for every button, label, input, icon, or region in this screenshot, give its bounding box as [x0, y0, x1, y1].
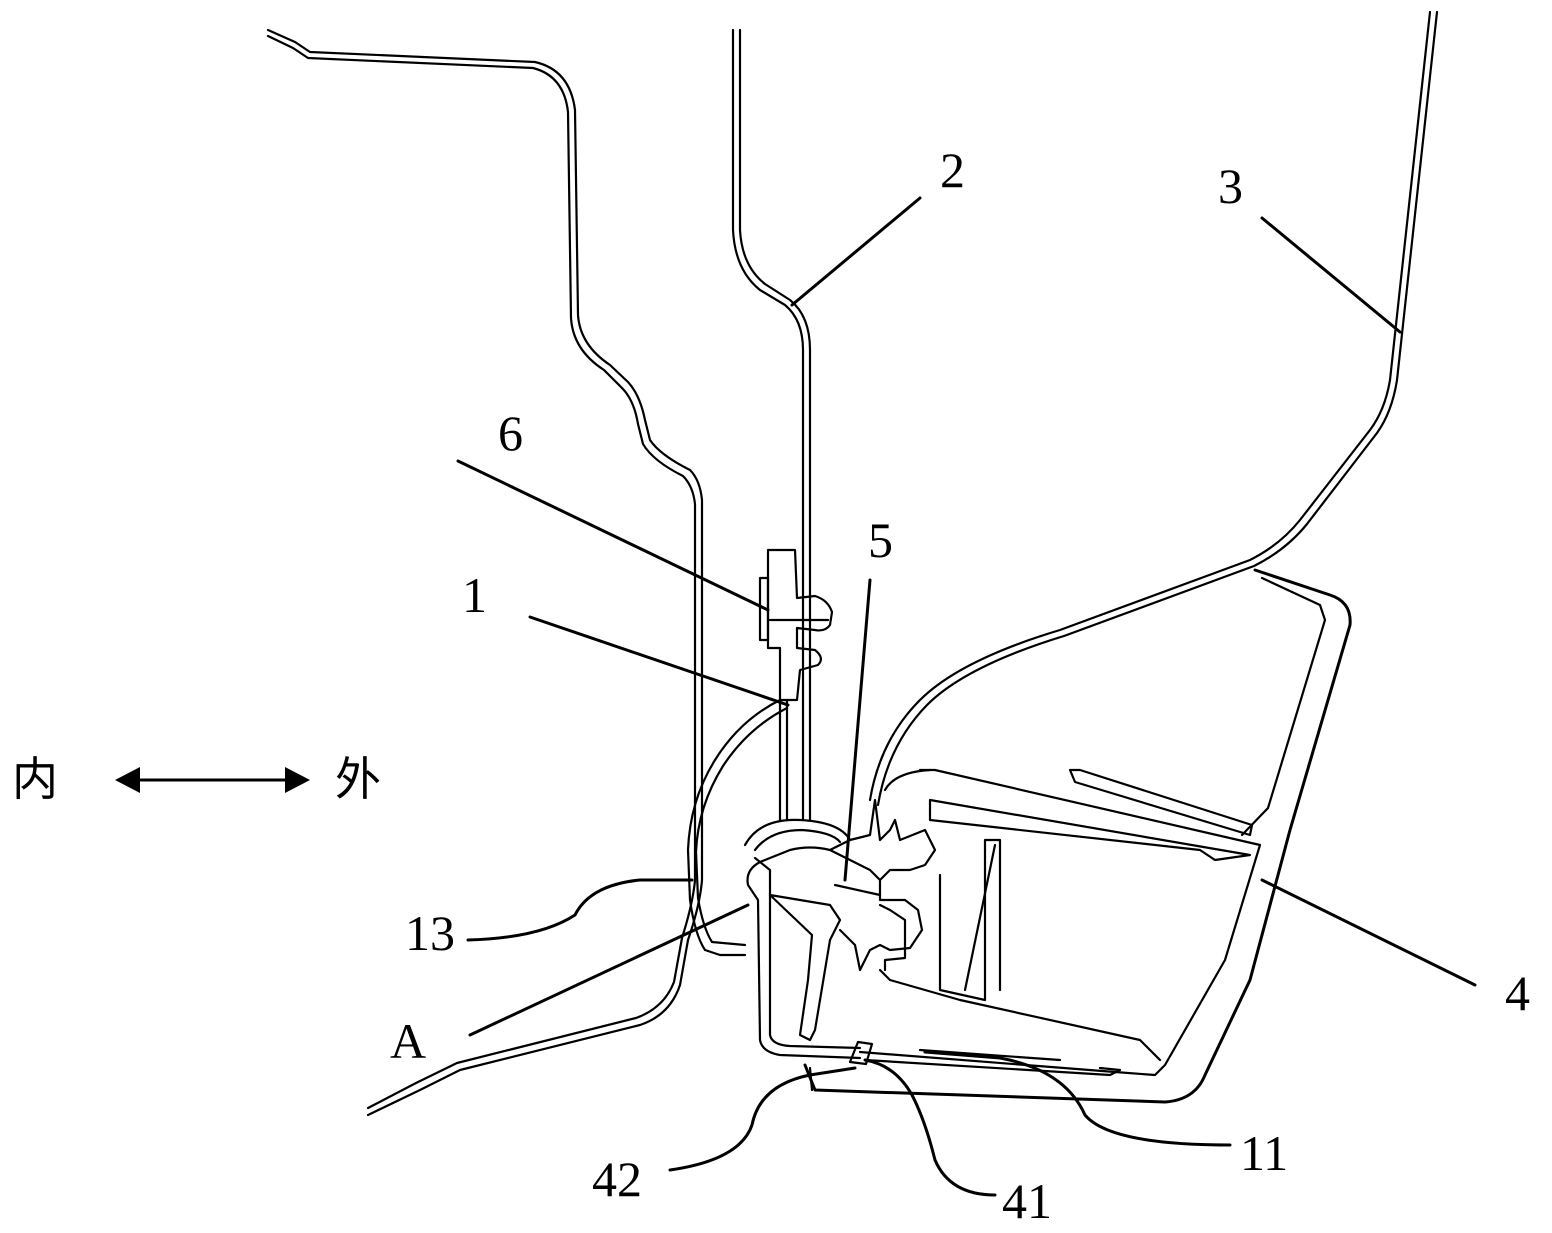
label-41: 41: [1002, 1173, 1052, 1229]
label-4: 4: [1505, 965, 1530, 1021]
leader-lines: [456, 196, 1477, 1197]
panel-3: [868, 10, 1439, 807]
label-42: 42: [592, 1151, 642, 1207]
clip-6: [758, 548, 834, 702]
label-6: 6: [498, 405, 523, 461]
hook-a: [743, 818, 862, 1060]
panel-2: [731, 28, 812, 822]
panel-left-outer: [266, 28, 704, 1117]
label-3: 3: [1218, 158, 1243, 214]
label-a: A: [390, 1013, 426, 1069]
detail-41-42: [808, 1040, 874, 1092]
part-5: [828, 798, 937, 972]
label-2: 2: [940, 142, 965, 198]
label-1: 1: [462, 567, 487, 623]
direction-inner: 内: [12, 752, 58, 806]
direction-arrow: [115, 767, 310, 793]
label-13: 13: [405, 905, 455, 961]
housing-4: [803, 568, 1352, 1104]
direction-outer: 外: [335, 752, 381, 806]
label-11: 11: [1240, 1125, 1288, 1181]
label-5: 5: [868, 512, 893, 568]
